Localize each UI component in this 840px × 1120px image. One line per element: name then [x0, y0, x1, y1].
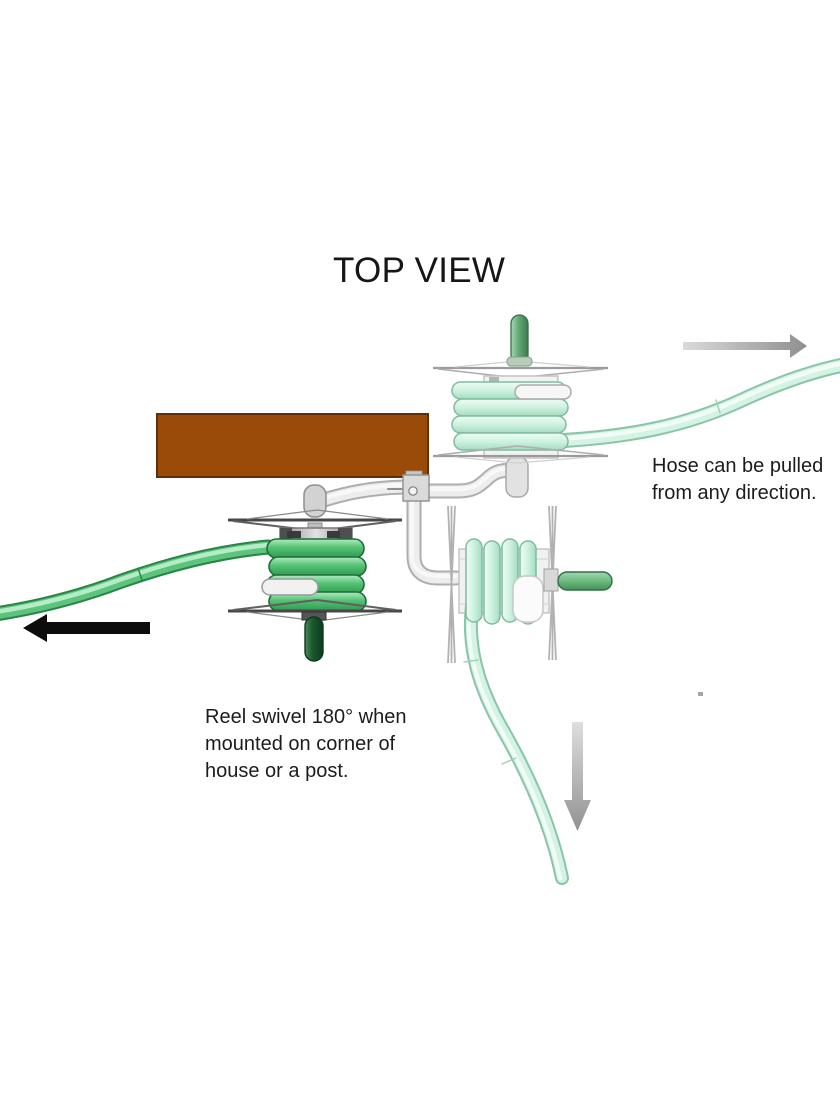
left-direction-arrow: [23, 614, 150, 642]
corner-bracket: [402, 470, 430, 502]
hose-bottom: [463, 599, 569, 885]
lower-hose-end-loop: [261, 578, 319, 596]
annotation-reel-swivel: Reel swivel 180° when mounted on corner …: [205, 704, 406, 785]
annotation-hose-pull: Hose can be pulled from any direction.: [652, 453, 823, 507]
lower-reel: [0, 509, 402, 662]
middle-reel: [447, 505, 613, 885]
lower-reel-cone: [303, 484, 327, 518]
annotation-line: Reel swivel 180° when: [205, 706, 407, 728]
upper-reel: [433, 314, 840, 464]
upper-hose-end-loop: [514, 384, 572, 400]
hose-left: [0, 539, 276, 621]
swivel-pipe-assembly: [316, 462, 522, 586]
annotation-line: Hose can be pulled: [652, 455, 824, 477]
stray-mark: [698, 692, 703, 696]
right-direction-arrow: [683, 334, 807, 358]
middle-reel-hub: [512, 575, 544, 623]
lower-reel-knob: [304, 616, 324, 662]
upper-reel-knob: [510, 314, 529, 364]
diagram-title: TOP VIEW: [333, 251, 506, 290]
down-direction-arrow: [564, 722, 591, 831]
hose-upper: [548, 357, 840, 449]
annotation-line: house or a post.: [205, 760, 349, 782]
wall-block: [156, 413, 429, 478]
annotation-line: from any direction.: [652, 482, 817, 504]
middle-reel-handle: [557, 571, 613, 591]
annotation-line: mounted on corner of: [205, 733, 396, 755]
